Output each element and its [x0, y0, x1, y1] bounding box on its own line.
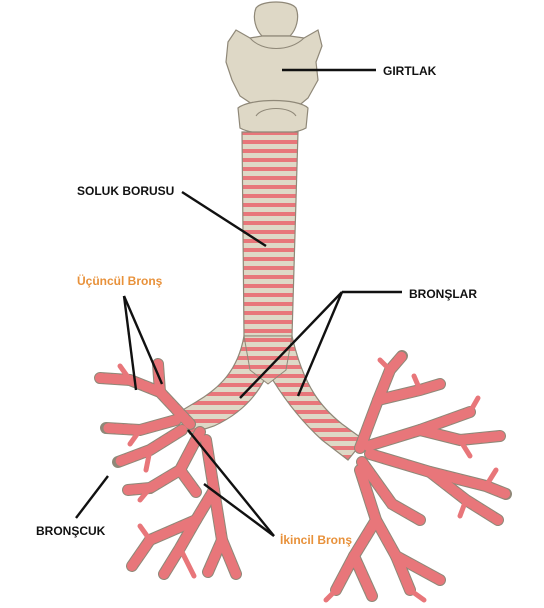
leader-secondary-b: [203, 483, 275, 537]
leader-trachea: [181, 190, 267, 248]
left-bronchial-tree: [94, 358, 242, 580]
leader-tertiary-b: [122, 295, 164, 385]
leader-secondary-a: [187, 429, 275, 537]
label-tertiary-bronchus: Üçüncül Bronş: [77, 274, 163, 288]
leader-lines: [75, 68, 402, 537]
label-larynx: GIRTLAK: [383, 64, 437, 78]
primary-bronchi: [175, 334, 365, 461]
label-secondary-bronchus: İkincil Bronş: [280, 533, 353, 547]
label-bronchi: BRONŞLAR: [409, 287, 477, 301]
leader-bronchi-a: [239, 291, 343, 399]
leader-bronchi-b: [296, 291, 344, 397]
label-trachea: SOLUK BORUSU: [77, 184, 175, 198]
leader-tertiary-a: [122, 295, 138, 391]
larynx: [225, 1, 323, 135]
leader-bronchiole: [75, 475, 109, 519]
label-bronchiole: BRONŞCUK: [36, 524, 106, 538]
right-bronchial-tree: [323, 350, 512, 603]
trachea: [241, 131, 299, 337]
